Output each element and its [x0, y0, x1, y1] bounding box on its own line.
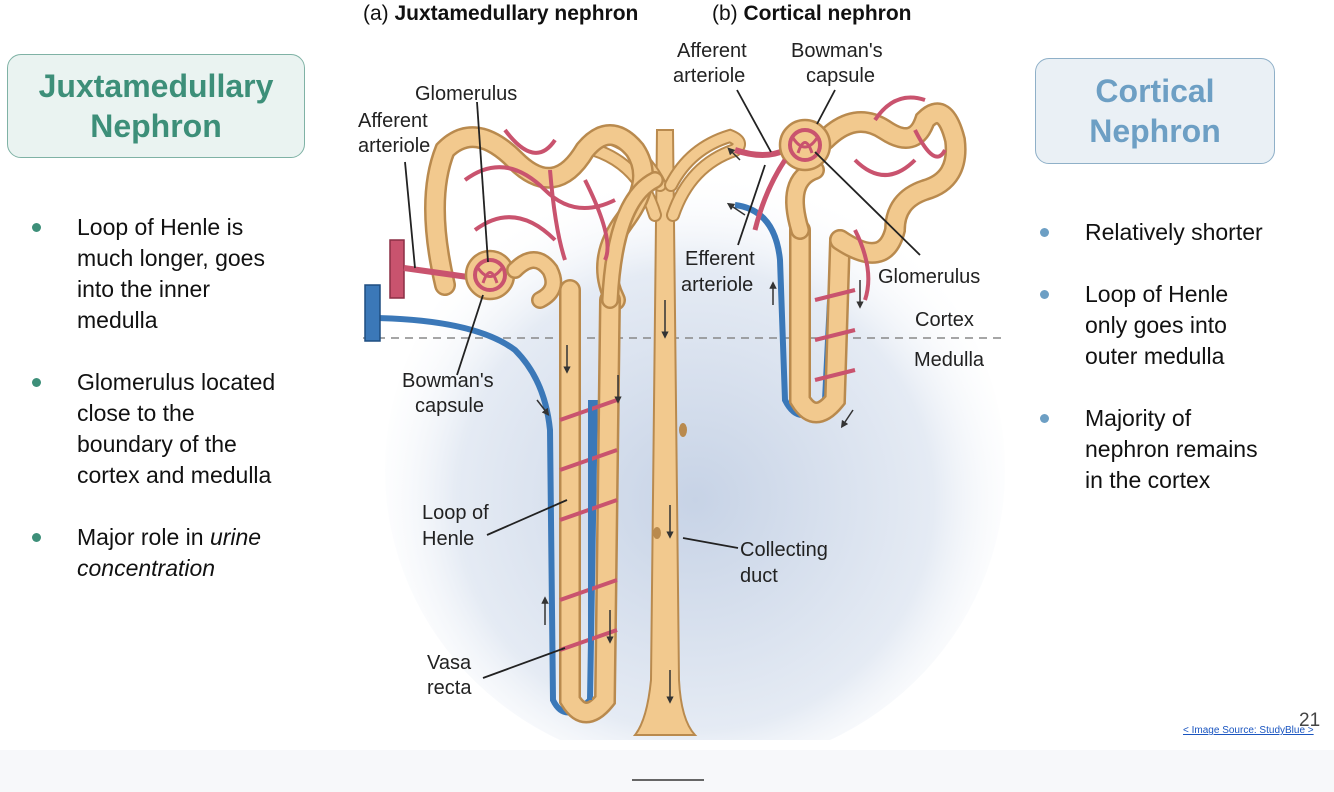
label-afferent-a-line2: arteriole — [358, 135, 430, 157]
juxtamedullary-nephron — [364, 124, 664, 724]
glomerulus-a — [473, 258, 507, 292]
juxtamedullary-title-line2: Nephron — [90, 108, 222, 144]
label-afferent-b-line2: arteriole — [673, 65, 745, 87]
leader-lines — [404, 89, 921, 679]
svg-text:(b) Cortical nephron: (b) Cortical nephron — [712, 2, 912, 25]
cortical-bullet-list: Relatively shorter Loop of Henle only go… — [1040, 217, 1330, 527]
cortical-title-box: Cortical Nephron — [1035, 58, 1275, 164]
cortical-title-line2: Nephron — [1089, 113, 1221, 149]
list-item: Major role in urine concentration — [32, 522, 322, 584]
image-source-link[interactable]: < Image Source: StudyBlue > — [1183, 725, 1314, 736]
bottom-toolbar — [0, 750, 1334, 792]
list-item: Majority of nephron remains in the corte… — [1040, 403, 1330, 496]
label-loop-line1: Loop of — [422, 502, 489, 524]
label-bowmans-a-line1: Bowman's — [402, 370, 494, 392]
nephron-diagram: (a) Juxtamedullary nephron (b) Cortical … — [355, 0, 1015, 740]
list-item: Loop of Henle is much longer, goes into … — [32, 212, 322, 336]
juxtamedullary-bullet-list: Loop of Henle is much longer, goes into … — [32, 212, 322, 615]
page-number: 21 — [1299, 710, 1321, 731]
label-efferent-line1: Efferent — [685, 248, 755, 270]
vein-segment — [364, 284, 381, 342]
label-bowmans-b-line1: Bowman's — [791, 40, 883, 62]
label-medulla: Medulla — [914, 349, 985, 371]
svg-text:(a) Juxtamedullary nephron: (a) Juxtamedullary nephron — [363, 2, 638, 25]
label-afferent-b-line1: Afferent — [677, 40, 747, 62]
label-efferent-line2: arteriole — [681, 274, 753, 296]
slide: Juxtamedullary Nephron Loop of Henle is … — [7, 0, 1330, 740]
cortical-nephron — [726, 95, 967, 429]
label-glomerulus-a: Glomerulus — [415, 83, 517, 105]
bullet-dot-icon — [1040, 290, 1049, 299]
background-glow — [385, 170, 1005, 740]
juxtamedullary-title-line1: Juxtamedullary — [38, 68, 274, 104]
bullet-dot-icon — [32, 533, 41, 542]
label-loop-line2: Henle — [422, 528, 474, 550]
cortical-title-line1: Cortical — [1095, 73, 1215, 109]
label-collecting-line2: duct — [740, 565, 778, 587]
bullet-dot-icon — [32, 223, 41, 232]
list-item: Relatively shorter — [1040, 217, 1330, 248]
label-afferent-a-line1: Afferent — [358, 110, 428, 132]
artery-segment — [389, 239, 405, 299]
juxtamedullary-title-box: Juxtamedullary Nephron — [7, 54, 305, 158]
label-glomerulus-b: Glomerulus — [878, 266, 980, 288]
bullet-dot-icon — [1040, 414, 1049, 423]
label-vasa-line2: recta — [427, 677, 472, 699]
glomerulus-b — [788, 128, 822, 162]
bullet-dot-icon — [1040, 228, 1049, 237]
nephron-illustration: (a) Juxtamedullary nephron (b) Cortical … — [358, 2, 1005, 740]
label-collecting-line1: Collecting — [740, 539, 828, 561]
bullet-dot-icon — [32, 378, 41, 387]
list-item: Glomerulus located close to the boundary… — [32, 367, 322, 491]
label-bowmans-a-line2: capsule — [415, 395, 484, 417]
label-cortex: Cortex — [915, 309, 974, 331]
list-item: Loop of Henle only goes into outer medul… — [1040, 279, 1330, 372]
drag-handle[interactable] — [632, 779, 704, 781]
bowmans-capsule-b — [778, 118, 832, 172]
label-vasa-line1: Vasa — [427, 652, 472, 674]
label-bowmans-b-line2: capsule — [806, 65, 875, 87]
